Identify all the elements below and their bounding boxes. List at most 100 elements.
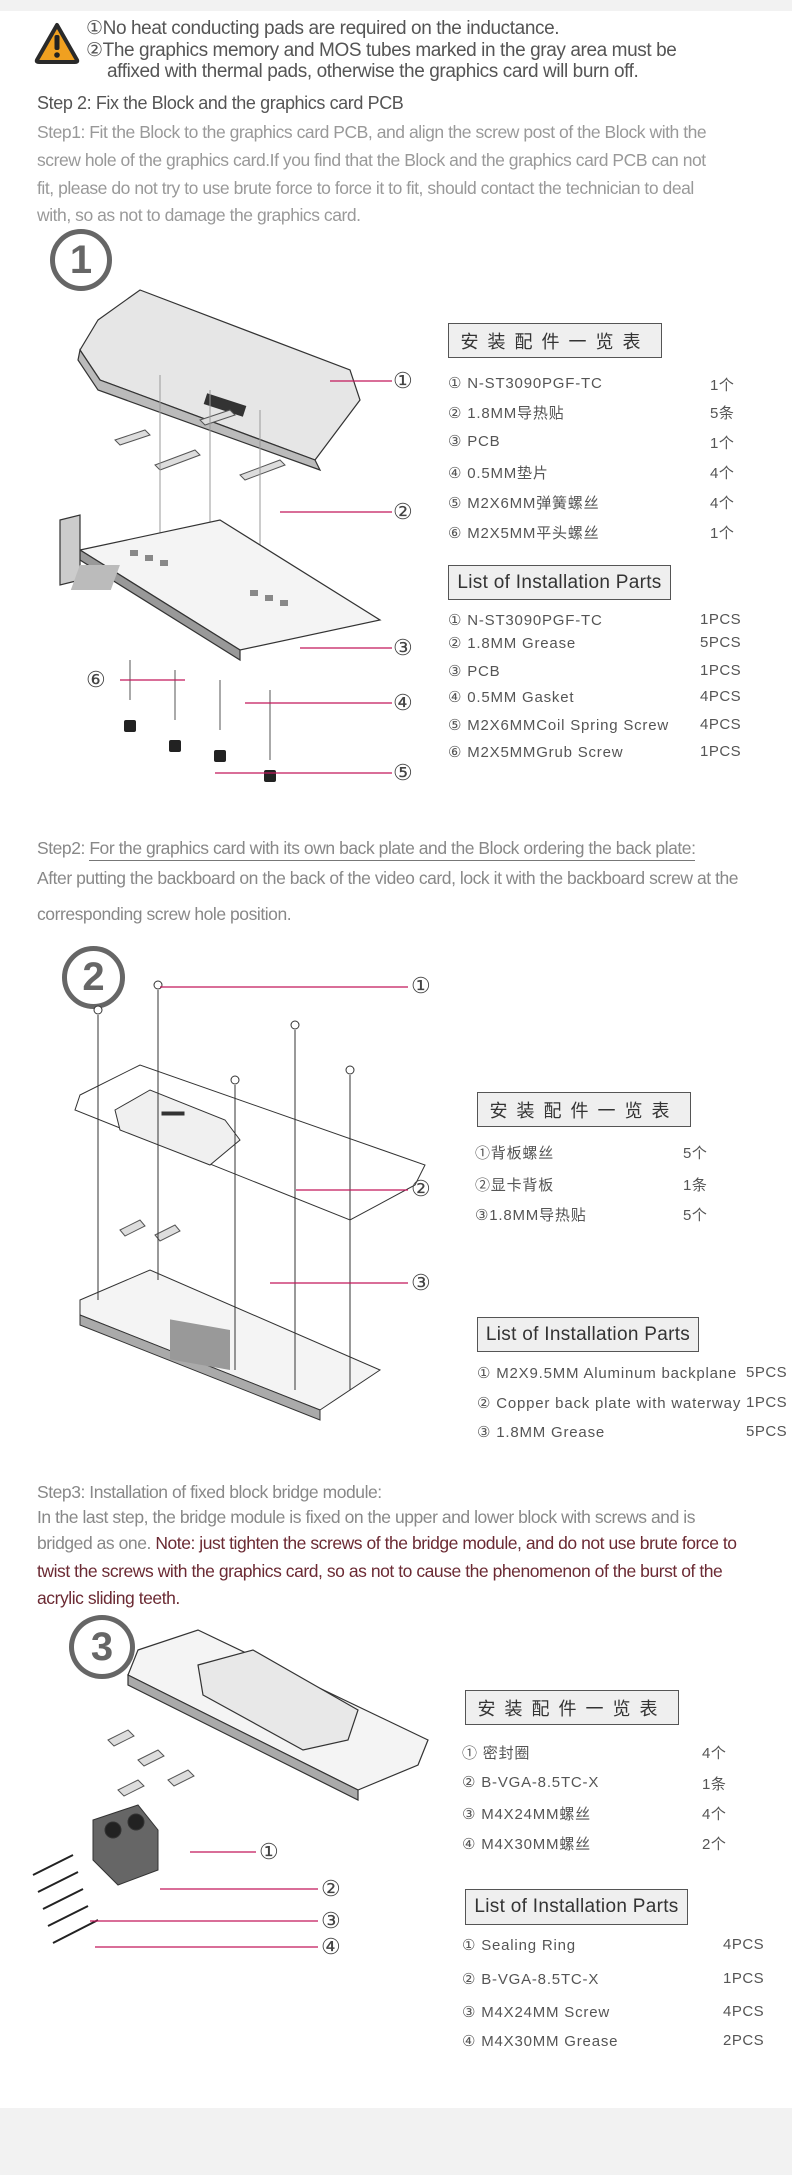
parts-item-qty: 5PCS xyxy=(746,1364,788,1381)
parts-item-name: ②显卡背板 xyxy=(475,1177,555,1194)
callout-2: ② xyxy=(321,1876,341,1901)
parts-item-name: ① Sealing Ring xyxy=(462,1937,576,1954)
parts-item-name: ① M2X9.5MM Aluminum backplane xyxy=(477,1365,738,1382)
parts-title-en: List of Installation Parts xyxy=(477,1317,699,1352)
warning-line-1: ①No heat conducting pads are required on… xyxy=(86,18,560,39)
parts-item-name: ② Copper back plate with waterway xyxy=(477,1395,742,1412)
parts-item-qty: 4PCS xyxy=(723,1936,765,1953)
parts-item-name: ③1.8MM导热贴 xyxy=(475,1207,587,1224)
step-badge-3: 3 xyxy=(69,1615,135,1679)
callout-3: ③ xyxy=(321,1908,341,1933)
block-pcb-exploded-diagram xyxy=(59,289,382,782)
parts-title-en: List of Installation Parts xyxy=(448,565,671,600)
step2-line-1: Step2: For the graphics card with its ow… xyxy=(37,838,696,861)
parts-item-qty: 4个 xyxy=(702,1745,727,1762)
backplate-exploded-diagram xyxy=(74,980,426,1421)
parts-item-name: ⑥ M2X5MM平头螺丝 xyxy=(448,525,600,542)
parts-item-name: ③ M4X24MM螺丝 xyxy=(462,1806,591,1823)
parts-item-qty: 1PCS xyxy=(700,611,742,628)
parts-item-qty: 5个 xyxy=(683,1145,708,1162)
step-badge-2: 2 xyxy=(62,946,125,1009)
step3-plain: bridged as one. xyxy=(37,1533,156,1553)
callout-1: ① xyxy=(393,368,413,393)
step2-underlined: For the graphics card with its own back … xyxy=(89,838,696,861)
parts-item-name: ④ M4X30MM Grease xyxy=(462,2033,619,2050)
parts-item-qty: 2个 xyxy=(702,1836,727,1853)
step2-line-3: corresponding screw hole position. xyxy=(37,904,292,924)
callout-3: ③ xyxy=(411,1270,431,1295)
callout-1: ① xyxy=(259,1839,279,1864)
step3-note-line: acrylic sliding teeth. xyxy=(37,1588,180,1608)
parts-item-name: ① N-ST3090PGF-TC xyxy=(448,612,603,629)
parts-item-qty: 5条 xyxy=(710,405,735,422)
step1-line: fit, please do not try to use brute forc… xyxy=(37,178,694,198)
parts-item-name: ① 密封圈 xyxy=(462,1745,531,1762)
parts-item-qty: 4PCS xyxy=(700,688,742,705)
parts-item-name: ③ M4X24MM Screw xyxy=(462,2004,610,2021)
parts-item-qty: 1个 xyxy=(710,377,735,394)
step1-line: with, so as not to damage the graphics c… xyxy=(37,205,361,225)
callout-4: ④ xyxy=(393,690,413,715)
parts-item-qty: 1个 xyxy=(710,435,735,452)
parts-item-name: ① N-ST3090PGF-TC xyxy=(448,375,603,392)
step2-prefix: Step2: xyxy=(37,838,90,858)
step1-line: screw hole of the graphics card.If you f… xyxy=(37,150,706,170)
parts-title-cn: 安装配件一览表 xyxy=(465,1690,679,1725)
parts-item-qty: 5PCS xyxy=(700,634,742,651)
step3-note-line: twist the screws with the graphics card,… xyxy=(37,1561,723,1581)
step3-line-1: In the last step, the bridge module is f… xyxy=(37,1507,696,1527)
parts-item-name: ③ PCB xyxy=(448,433,501,450)
parts-item-qty: 1PCS xyxy=(700,743,742,760)
parts-item-name: ⑤ M2X6MM弹簧螺丝 xyxy=(448,495,600,512)
warning-line-3: affixed with thermal pads, otherwise the… xyxy=(107,61,639,82)
parts-title-en: List of Installation Parts xyxy=(465,1889,688,1925)
callout-leaders-1 xyxy=(120,380,392,774)
parts-item-qty: 4PCS xyxy=(700,716,742,733)
parts-title-cn: 安装配件一览表 xyxy=(477,1092,691,1127)
callout-2: ② xyxy=(393,499,413,524)
parts-item-name: ③ PCB xyxy=(448,663,501,680)
callout-3: ③ xyxy=(393,635,413,660)
step-badge-1: 1 xyxy=(50,229,112,291)
parts-item-qty: 1条 xyxy=(683,1177,708,1194)
parts-item-name: ② B-VGA-8.5TC-X xyxy=(462,1971,600,1988)
top-band xyxy=(0,0,792,11)
parts-item-qty: 4个 xyxy=(710,465,735,482)
step2-line-2: After putting the backboard on the back … xyxy=(37,868,739,888)
parts-item-name: ⑤ M2X6MMCoil Spring Screw xyxy=(448,717,669,734)
parts-item-qty: 1个 xyxy=(710,525,735,542)
parts-item-name: ② 1.8MM导热贴 xyxy=(448,405,565,422)
callout-1: ① xyxy=(411,973,431,998)
parts-item-name: ④ M4X30MM螺丝 xyxy=(462,1836,591,1853)
parts-item-name: ② B-VGA-8.5TC-X xyxy=(462,1774,600,1791)
step2-heading: Step 2: Fix the Block and the graphics c… xyxy=(37,93,404,113)
callout-leaders-2 xyxy=(160,986,408,1284)
parts-item-qty: 1PCS xyxy=(723,1970,765,1987)
parts-item-name: ④ 0.5MM Gasket xyxy=(448,689,575,706)
step3-line-2: bridged as one. Note: just tighten the s… xyxy=(37,1533,737,1554)
step3-title: Step3: Installation of fixed block bridg… xyxy=(37,1482,382,1502)
parts-item-name: ② 1.8MM Grease xyxy=(448,635,577,652)
step3-note: Note: just tighten the screws of the bri… xyxy=(155,1533,737,1553)
parts-item-name: ①背板螺丝 xyxy=(475,1145,555,1162)
callout-2: ② xyxy=(411,1176,431,1201)
step1-line: Step1: Fit the Block to the graphics car… xyxy=(37,122,707,142)
warning-triangle-icon xyxy=(34,23,80,64)
parts-item-qty: 1PCS xyxy=(746,1394,788,1411)
warning-line-2: ②The graphics memory and MOS tubes marke… xyxy=(86,40,677,61)
parts-item-name: ⑥ M2X5MMGrub Screw xyxy=(448,744,624,761)
bottom-band xyxy=(0,2108,792,2175)
parts-item-qty: 2PCS xyxy=(723,2032,765,2049)
parts-item-name: ④ 0.5MM垫片 xyxy=(448,465,549,482)
parts-item-qty: 4个 xyxy=(710,495,735,512)
callout-leaders-3 xyxy=(90,1851,318,1948)
parts-title-cn: 安装配件一览表 xyxy=(448,323,662,358)
callout-5: ⑤ xyxy=(393,760,413,785)
bridge-module-exploded-diagram xyxy=(32,1629,429,1944)
callout-4: ④ xyxy=(321,1934,341,1959)
parts-item-name: ③ 1.8MM Grease xyxy=(477,1424,606,1441)
parts-item-qty: 1PCS xyxy=(700,662,742,679)
parts-item-qty: 1条 xyxy=(702,1776,727,1793)
parts-item-qty: 4个 xyxy=(702,1806,727,1823)
parts-item-qty: 4PCS xyxy=(723,2003,765,2020)
